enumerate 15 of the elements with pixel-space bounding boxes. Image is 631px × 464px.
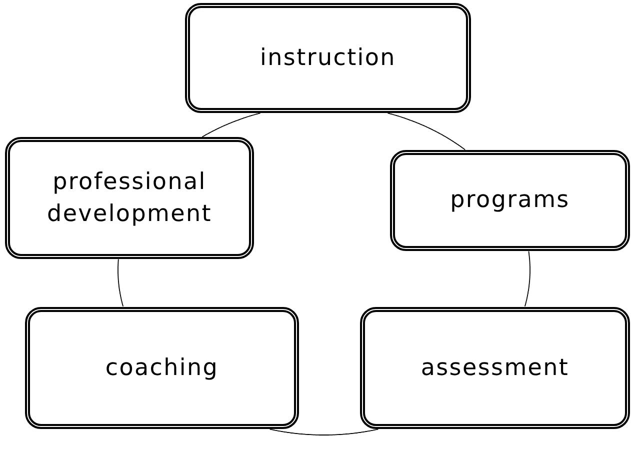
topic-label: instruction <box>260 44 396 73</box>
cycle-connector <box>269 428 379 436</box>
topic-label: programs <box>450 186 570 216</box>
topic-box <box>360 307 630 429</box>
cycle-connector <box>524 250 530 307</box>
topic-label: professional development <box>46 168 213 229</box>
topic-box <box>5 137 254 259</box>
topic-label: coaching <box>105 354 219 383</box>
cycle-connector <box>118 258 124 307</box>
cycle-connector <box>202 112 261 138</box>
topic-label: assessment <box>420 354 570 383</box>
topic-box <box>25 307 299 429</box>
cycle-connector <box>387 112 466 150</box>
topic-box <box>185 3 471 113</box>
topic-box <box>390 150 630 251</box>
